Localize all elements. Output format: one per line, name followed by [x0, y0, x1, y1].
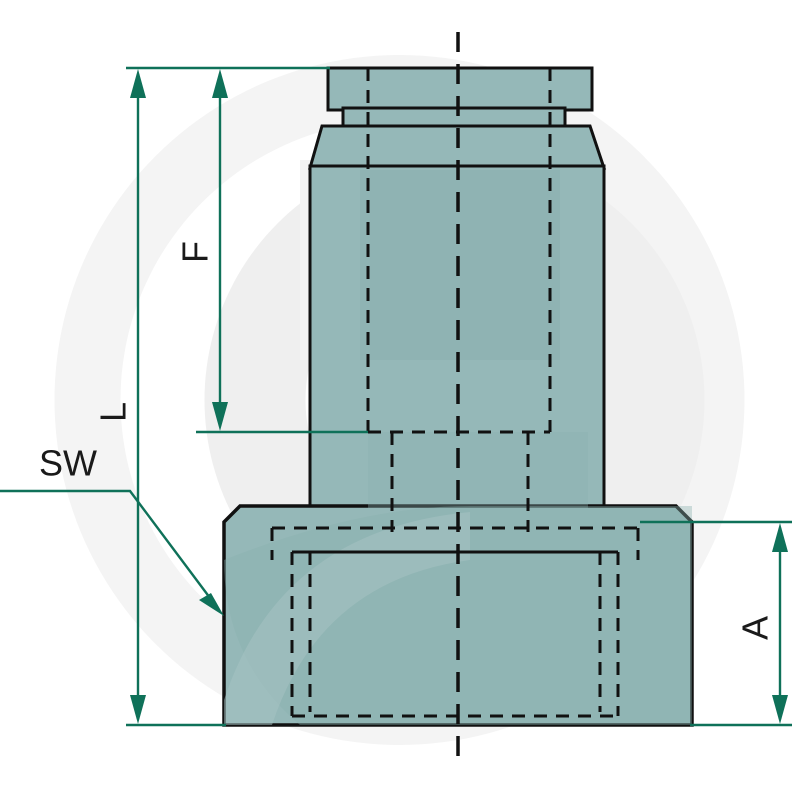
flange-shade-arc	[224, 512, 470, 725]
arrowhead-SW	[199, 593, 224, 616]
dimension-label-A: A	[735, 616, 776, 640]
dimensions-group	[0, 66, 792, 727]
dimension-label-L: L	[93, 402, 134, 422]
arrowhead-F-bottom	[212, 402, 228, 431]
leader-line-SW	[0, 489, 217, 607]
arrowhead-F-top	[212, 69, 228, 98]
arrowhead-L-bottom	[130, 695, 146, 724]
arrowhead-A-bottom	[772, 695, 788, 724]
dimension-label-F: F	[175, 241, 216, 263]
arrowhead-A-top	[772, 523, 788, 552]
body-shade-lower	[368, 432, 588, 508]
arrowhead-L-top	[130, 69, 146, 98]
dimension-label-SW: SW	[39, 443, 97, 484]
body-shade-upper	[360, 170, 560, 360]
arrowheads-group	[130, 69, 788, 724]
dimension-labels-group: L F A SW	[39, 241, 776, 640]
